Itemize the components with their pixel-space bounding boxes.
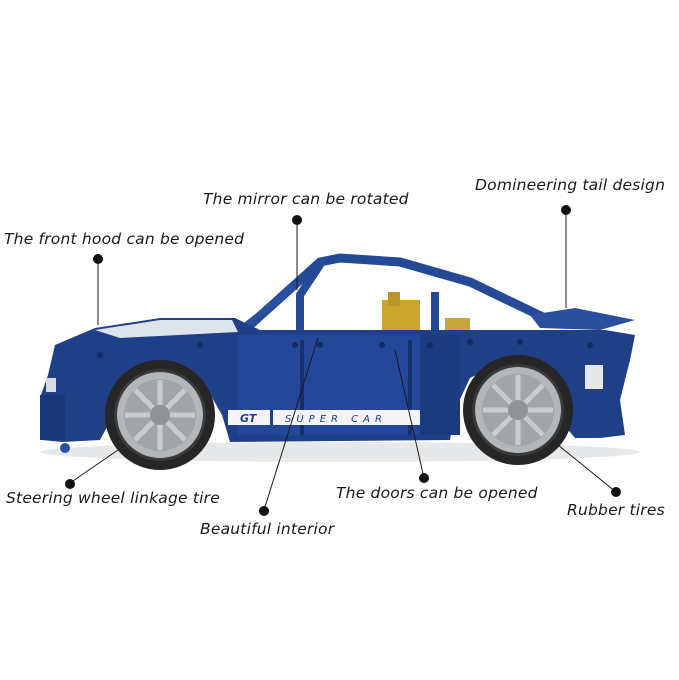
dot-steering bbox=[65, 479, 75, 489]
dot-hood bbox=[93, 254, 103, 264]
leader-interior bbox=[263, 337, 319, 511]
side-stripe bbox=[228, 410, 420, 425]
label-tail: Domineering tail design bbox=[475, 176, 666, 194]
dot-doors bbox=[419, 473, 429, 483]
dot-mirror bbox=[292, 215, 302, 225]
leader-rubber bbox=[557, 444, 617, 493]
interior-seat bbox=[382, 300, 420, 332]
label-doors: The doors can be opened bbox=[336, 484, 538, 502]
dot-tail bbox=[561, 205, 571, 215]
stripe-text: SUPER CAR bbox=[285, 414, 387, 425]
leader-doors bbox=[394, 349, 425, 479]
dot-interior bbox=[259, 506, 269, 516]
leader-steering bbox=[69, 449, 119, 484]
label-steering: Steering wheel linkage tire bbox=[6, 489, 220, 507]
label-rubber: Rubber tires bbox=[567, 501, 665, 519]
dot-rubber bbox=[611, 487, 621, 497]
label-hood: The front hood can be opened bbox=[4, 230, 245, 248]
rear-wheel bbox=[463, 355, 573, 465]
front-wheel bbox=[105, 360, 215, 470]
roof-frame bbox=[245, 253, 550, 330]
gt-badge: GT bbox=[240, 412, 258, 425]
label-mirror: The mirror can be rotated bbox=[203, 190, 409, 208]
label-interior: Beautiful interior bbox=[200, 520, 335, 538]
